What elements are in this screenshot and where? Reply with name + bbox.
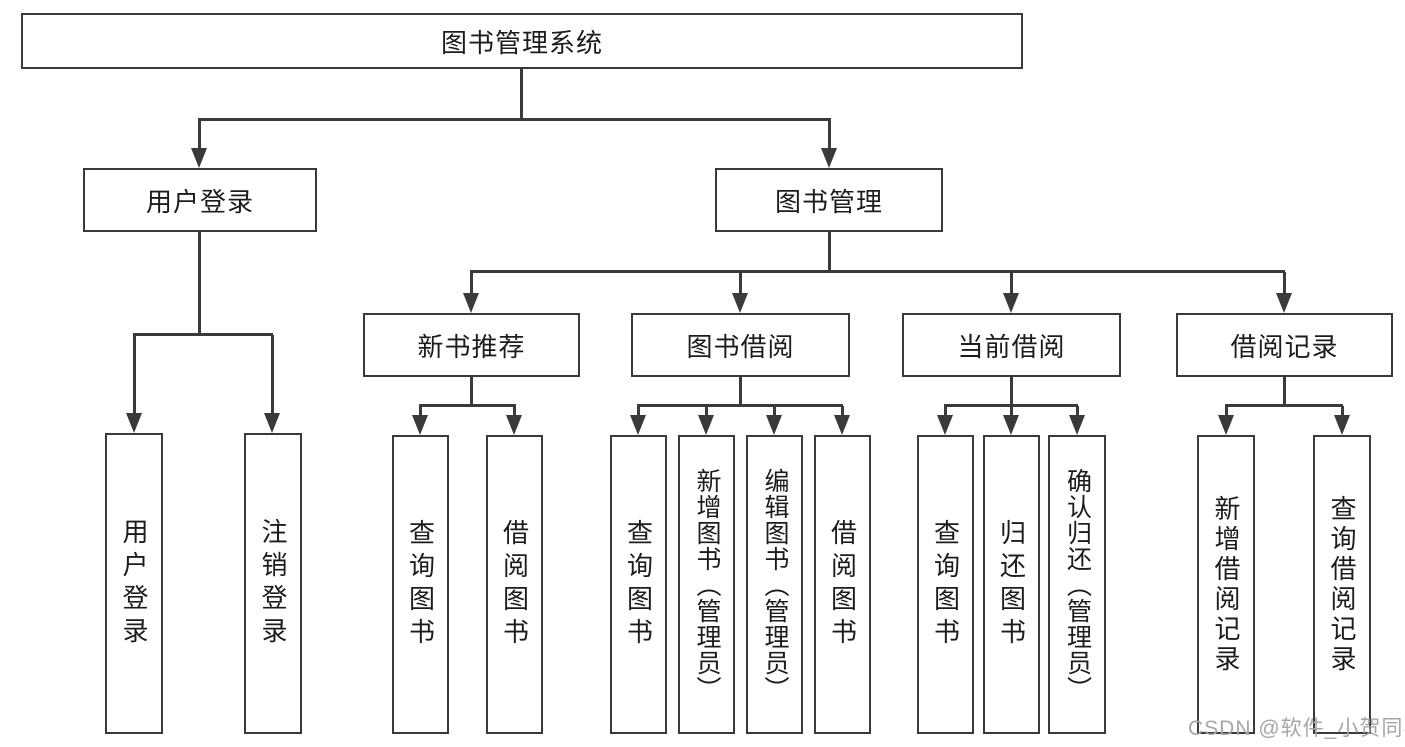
arrow-down-icon [1069,415,1085,435]
arrow-down-icon [834,415,850,435]
connector-arrow-shaft [513,406,516,416]
connector-current-borrowing-rail [944,404,1078,407]
arrow-down-icon [264,413,280,433]
node-book-borrowing: 图书借阅 [631,313,850,377]
connector-arrow-shaft [470,272,473,294]
connector-book-borrowing-rail [637,404,843,407]
node-library-management-system: 图书管理系统 [21,13,1023,69]
connector-arrow-shaft [739,272,742,294]
node-query-books-borrowing: 查询图书 [610,435,667,734]
node-add-borrowing-record: 新增借阅记录 [1197,435,1255,734]
arrow-down-icon [1276,293,1292,313]
connector-arrow-shaft [1010,272,1013,294]
arrow-down-icon [1003,415,1019,435]
connector-arrow-shaft [1076,406,1079,416]
connector-new-book-rail [419,404,516,407]
node-logout-leaf: 注销登录 [244,433,302,734]
arrow-down-icon [412,415,428,435]
node-return-books: 归还图书 [983,435,1040,734]
connector-arrow-shaft [1225,406,1228,416]
connector-user-login-rail [133,333,273,336]
arrow-down-icon [630,415,646,435]
connector-arrow-shaft [773,406,776,416]
node-query-borrowing-record: 查询借阅记录 [1313,435,1371,734]
connector-arrow-shaft [841,406,844,416]
connector-arrow-shaft [419,406,422,416]
node-book-management: 图书管理 [715,168,943,232]
node-user-login: 用户登录 [83,168,317,232]
arrow-down-icon [463,293,479,313]
connector-borrowing-records-stem [1283,377,1286,406]
node-current-borrowing: 当前借阅 [902,313,1121,377]
node-new-book-recommendation: 新书推荐 [363,313,580,377]
node-confirm-return-admin: 确认归还（管理员） [1048,435,1106,734]
node-borrowing-records: 借阅记录 [1176,313,1393,377]
connector-arrow-shaft [133,335,136,415]
arrow-down-icon [732,293,748,313]
connector-book-management-rail [470,270,1285,273]
connector-arrow-shaft [1283,272,1286,294]
watermark-text: CSDN @软件_小贺同学 [1188,717,1405,740]
connector-arrow-shaft [705,406,708,416]
connector-new-book-stem [470,377,473,406]
node-query-books-current: 查询图书 [917,435,974,734]
node-borrow-books-leaf: 借阅图书 [814,435,871,734]
connector-root-rail [198,118,831,121]
arrow-down-icon [698,415,714,435]
connector-arrow-shaft [944,406,947,416]
connector-user-login-stem [198,232,201,335]
node-edit-books-admin: 编辑图书（管理员） [746,435,803,734]
arrow-down-icon [126,413,142,433]
connector-current-borrowing-stem [1010,377,1013,406]
node-query-books-recommend: 查询图书 [392,435,449,734]
connector-arrow-shaft [1341,406,1344,416]
arrow-down-icon [937,415,953,435]
connector-book-management-stem [828,232,831,272]
connector-borrowing-records-rail [1225,404,1343,407]
connector-arrow-shaft [637,406,640,416]
connector-book-borrowing-stem [739,377,742,406]
node-user-login-leaf: 用户登录 [105,433,163,734]
arrow-down-icon [766,415,782,435]
arrow-down-icon [1003,293,1019,313]
connector-root-stem [520,69,523,120]
arrow-down-icon [821,148,837,168]
connector-arrow-shaft [828,120,831,148]
connector-arrow-shaft [198,120,201,148]
node-borrow-books-recommend: 借阅图书 [486,435,543,734]
arrow-down-icon [1334,415,1350,435]
arrow-down-icon [506,415,522,435]
connector-arrow-shaft [1010,406,1013,416]
connector-arrow-shaft [271,335,274,415]
arrow-down-icon [191,148,207,168]
node-add-books-admin: 新增图书（管理员） [678,435,735,734]
arrow-down-icon [1218,415,1234,435]
